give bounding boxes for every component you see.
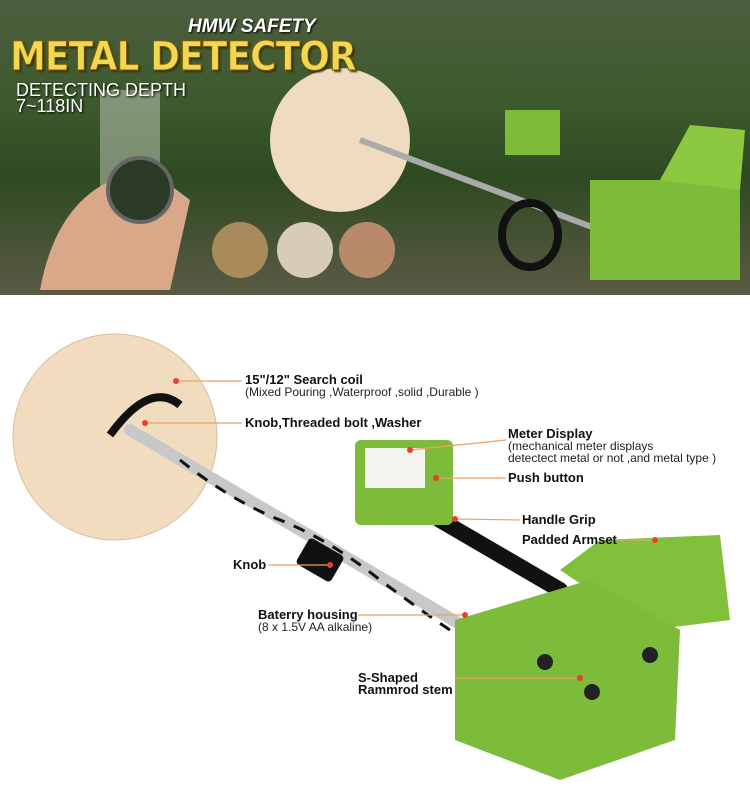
callout-meter: Meter Display (mechanical meter displays… <box>508 426 717 465</box>
callout-title: Rammrod stem <box>358 682 453 697</box>
callout-stem: S-Shaped Rammrod stem <box>358 670 453 697</box>
knob-3 <box>584 684 600 700</box>
callout-search-coil: 15"/12" Search coil (Mixed Pouring ,Wate… <box>245 372 479 399</box>
callout-knob-bolt: Knob,Threaded bolt ,Washer <box>245 415 422 430</box>
callout-title: Knob,Threaded bolt ,Washer <box>245 415 422 430</box>
coins-circle <box>212 222 268 278</box>
nugget-circle <box>339 222 395 278</box>
depth-label: DETECTING DEPTH <box>16 80 187 100</box>
banner-shaft <box>358 137 602 233</box>
banner-armset <box>660 125 745 190</box>
padded-armset <box>560 535 730 630</box>
callout-title: S-Shaped <box>358 670 418 685</box>
control-box <box>455 580 680 780</box>
sand-circle <box>277 222 333 278</box>
callout-title: Padded Armset <box>522 532 617 547</box>
handle-grip <box>432 512 568 598</box>
knob <box>296 538 344 582</box>
callout-sub: (8 x 1.5V AA alkaline) <box>258 620 373 634</box>
callout-title: Handle Grip <box>522 512 596 527</box>
callout-sub: (mechanical meter displays <box>508 439 654 453</box>
callout-title: Baterry housing <box>258 607 358 622</box>
leader-lines <box>145 380 655 679</box>
banner-search-coil <box>270 68 410 212</box>
banner-meter <box>505 110 560 155</box>
callout-knob: Knob <box>233 557 267 572</box>
meter-display <box>365 448 425 488</box>
callout-battery: Baterry housing (8 x 1.5V AA alkaline) <box>258 607 373 634</box>
depth-value: 7~118IN <box>16 96 84 116</box>
banner-scene <box>40 68 745 290</box>
brand-name: HMW SAFETY <box>188 16 316 37</box>
knob-2 <box>642 647 658 663</box>
callout-title: Meter Display <box>508 426 593 441</box>
callout-sub: (Mixed Pouring ,Waterproof ,solid ,Durab… <box>245 385 479 399</box>
banner-title: METAL DETECTOR <box>10 34 358 81</box>
callout-title: Knob <box>233 557 267 572</box>
callout-armset: Padded Armset <box>522 532 617 547</box>
search-coil <box>12 333 218 541</box>
callout-title: Push button <box>508 470 584 485</box>
callout-dots <box>142 378 658 681</box>
detector-illustration <box>12 333 730 780</box>
coil-bracket <box>106 393 183 438</box>
banner-control-box <box>590 180 740 280</box>
knob-1 <box>537 654 553 670</box>
hero-banner: HMW SAFETY METAL DETECTOR DETECTING DEPT… <box>0 0 750 295</box>
callout-handle-grip: Handle Grip <box>522 512 596 527</box>
headphones-icon <box>498 199 562 271</box>
callout-push-button: Push button <box>508 470 584 485</box>
callout-title: 15"/12" Search coil <box>245 372 363 387</box>
callout-sub: detectect metal or not ,and metal type ) <box>508 451 717 465</box>
product-diagram: 15"/12" Search coil (Mixed Pouring ,Wate… <box>0 300 750 800</box>
compass-icon <box>106 156 174 224</box>
